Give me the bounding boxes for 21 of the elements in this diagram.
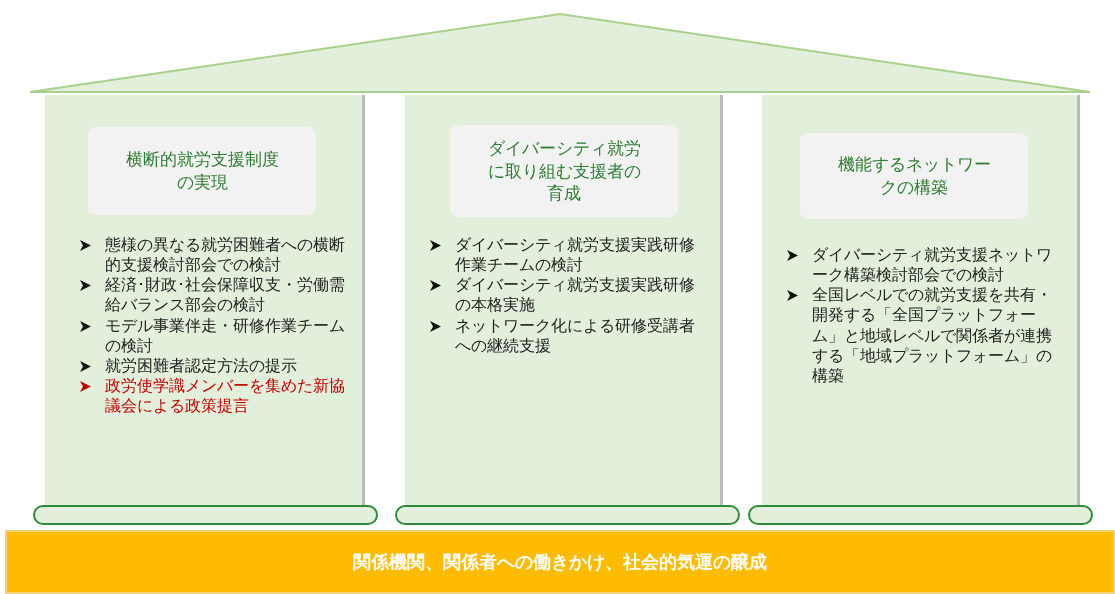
bullet-text: 全国レベルでの就労支援を共有・開発する「全国プラットフォーム」と地域レベルで関係者が連携する「地域プラットフォーム」の構築 <box>812 286 1052 385</box>
pillar-heading: 機能するネットワークの構築 <box>800 133 1028 219</box>
pillar-base <box>395 505 740 525</box>
pillar-panel <box>45 95 365 505</box>
bullet-text: ダイバーシティ就労支援ネットワーク構築検討部会での検討 <box>812 246 1052 285</box>
pillar-base <box>748 505 1093 525</box>
bullet-text: ダイバーシティ就労支援実践研修作業チームの検討 <box>455 236 695 275</box>
bullet-text: 就労困難者認定方法の提示 <box>105 356 297 375</box>
foundation-band: 関係機関、関係者への働きかけ、社会的気運の醸成 <box>5 530 1115 594</box>
bullet-text: 態様の異なる就労困難者への横断的支援検討部会での検討 <box>105 236 345 275</box>
pillar-heading: 横断的就労支援制度の実現 <box>88 127 316 215</box>
bullet-text: 政労使学識メンバーを集めた新協議会による政策提言 <box>105 377 345 416</box>
pillar-heading: ダイバーシティ就労に取り組む支援者の育成 <box>450 125 678 217</box>
bullet-text: モデル事業伴走・研修作業チームの検討 <box>105 316 345 355</box>
bullet-text: ダイバーシティ就労支援実践研修の本格実施 <box>455 276 695 315</box>
pillar-panel <box>405 95 723 505</box>
bullet-text: 経済･財政･社会保障収支・労働需給バランス部会の検討 <box>105 276 345 315</box>
pillar-base <box>33 505 378 525</box>
pillar-panel <box>762 95 1080 505</box>
bullet-text: ネットワーク化による研修受講者への継続支援 <box>455 316 695 355</box>
roof-triangle <box>29 13 1091 93</box>
